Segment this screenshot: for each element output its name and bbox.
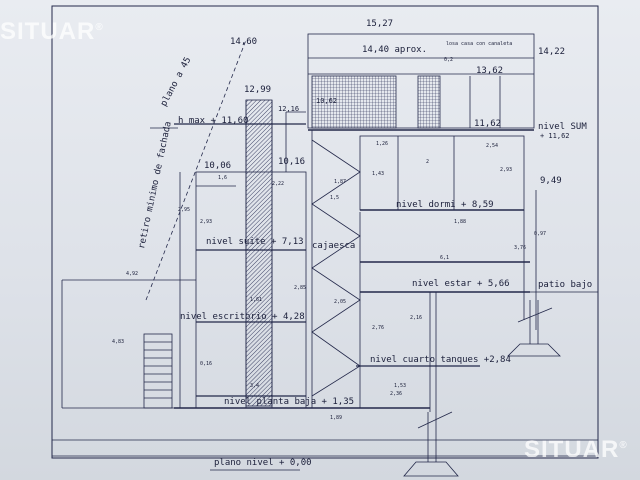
level-suite: nivel suite + 7,13 <box>206 237 304 247</box>
dim-12: 2,85 <box>294 285 307 291</box>
label-cajaesca: cajaesca <box>312 241 356 251</box>
dim-26: 2,05 <box>334 299 347 305</box>
dim-2: 2,54 <box>486 143 499 149</box>
dim-20: 2,16 <box>410 315 423 321</box>
level-right-side: 9,49 <box>540 176 562 186</box>
watermark-top-mark: ® <box>95 22 104 33</box>
level-small-b: 0,2 <box>444 57 454 63</box>
level-sum: nivel SUM <box>538 122 587 132</box>
dormi-block <box>359 135 525 211</box>
level-plano-nivel: plano nivel + 0,00 <box>214 458 312 468</box>
dim-24: 6,1 <box>440 255 450 261</box>
level-sum-value: + 11,62 <box>540 132 570 140</box>
dim-23: 1,53 <box>394 383 407 389</box>
level-left-b: 10,16 <box>278 157 306 167</box>
dim-6: 2,95 <box>178 207 191 213</box>
note-roof: losa casa con canaleta <box>446 41 513 47</box>
stair-shaft <box>245 99 273 407</box>
dim-9: 1,87 <box>334 179 347 185</box>
glazing-right <box>417 75 441 129</box>
watermark-top: SITUAR® <box>0 18 104 46</box>
sheet-border <box>51 5 599 459</box>
watermark-bottom-text: SITUAR <box>524 436 620 463</box>
level-estar: nivel estar + 5,66 <box>412 279 510 289</box>
dim-3: 1,43 <box>372 171 385 177</box>
watermark-top-text: SITUAR <box>0 18 96 45</box>
level-left-a: 10,06 <box>204 161 232 171</box>
dim-25: 3,76 <box>514 245 527 251</box>
glazing-left <box>311 75 397 129</box>
dim-17: 0,97 <box>534 231 547 237</box>
dim-11: 2,93 <box>200 219 213 225</box>
dim-14: 3,4 <box>250 383 260 389</box>
pile-foot-bottom <box>403 461 459 477</box>
label-patio: patio bajo <box>538 280 593 290</box>
dim-10: 1,5 <box>330 195 340 201</box>
dim-18: 4,92 <box>126 271 139 277</box>
level-top-left: 12,99 <box>244 85 272 95</box>
dim-8: 2,22 <box>272 181 285 187</box>
dim-22: 2,36 <box>390 391 403 397</box>
level-sub-left: 12,16 <box>278 105 300 113</box>
dim-15: 2,76 <box>372 325 385 331</box>
level-mid-right: 13,62 <box>476 66 504 76</box>
level-roof: 15,27 <box>366 19 394 29</box>
level-dormi: nivel dormi + 8,59 <box>396 200 494 210</box>
level-small-a: 10,62 <box>316 97 338 105</box>
dim-16: 0,16 <box>200 361 213 367</box>
entry-stairs <box>143 333 173 409</box>
level-planta: nivel planta baja + 1,35 <box>224 397 355 407</box>
level-escritorio: nivel escritorio + 4,28 <box>180 312 305 322</box>
plane-45-line <box>145 39 247 301</box>
dim-21: 1,89 <box>330 415 343 421</box>
dim-1: 1,26 <box>376 141 389 147</box>
level-low-right: 11,62 <box>474 119 502 129</box>
dim-5: 2,93 <box>500 167 513 173</box>
watermark-bottom: SITUAR® <box>524 436 628 464</box>
level-cuarto: nivel cuarto tanques +2,84 <box>370 355 511 365</box>
level-roof-right: 14,22 <box>538 47 566 57</box>
dim-4: 2 <box>426 159 430 165</box>
dim-27: 1,88 <box>454 219 467 225</box>
level-slope-top: 14,60 <box>230 37 258 47</box>
level-hmax: h max + 11,60 <box>178 116 249 126</box>
watermark-bottom-mark: ® <box>619 440 628 451</box>
dim-7: 1,6 <box>218 175 228 181</box>
level-approx: 14,40 aprox. <box>362 45 428 55</box>
pile-foot-right <box>507 343 561 357</box>
dim-19: 4,83 <box>112 339 125 345</box>
dim-13: 1,61 <box>250 297 263 303</box>
